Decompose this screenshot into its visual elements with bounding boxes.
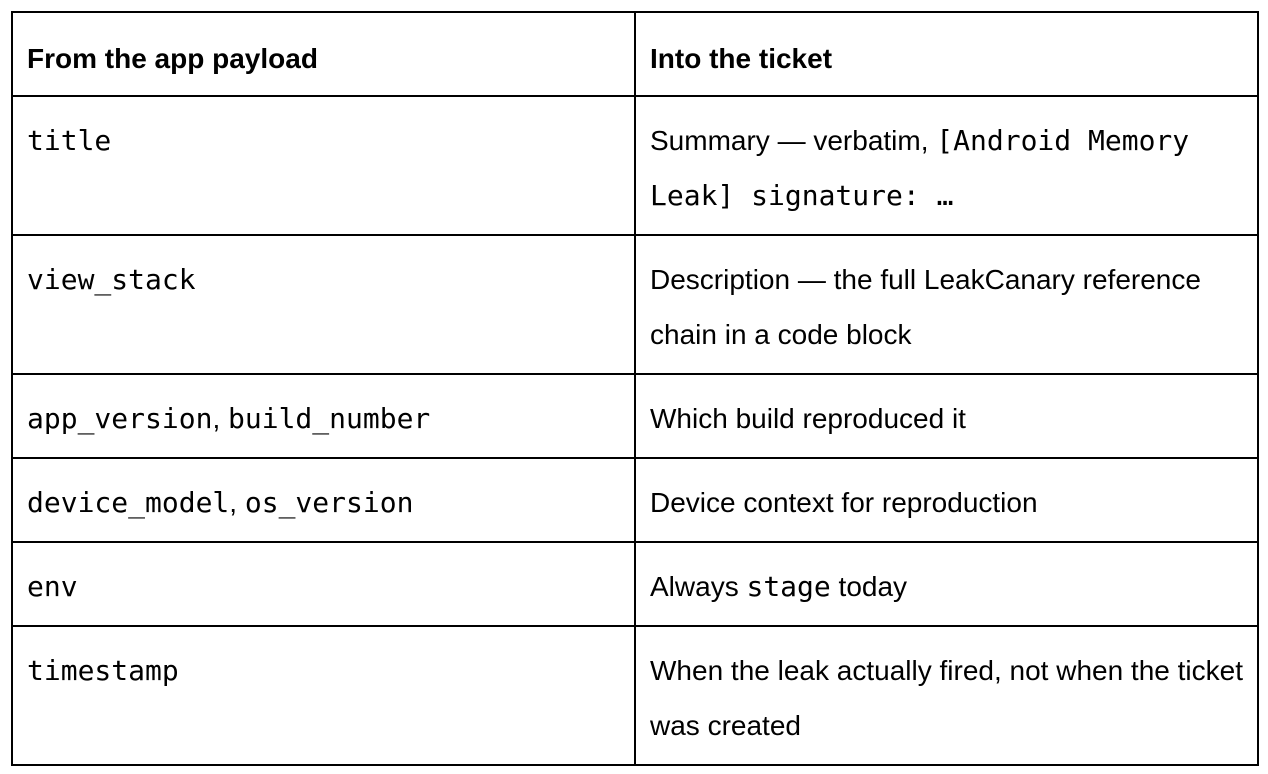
field-name: title <box>27 124 112 157</box>
payload-field-cell: title <box>11 95 636 236</box>
description-text: Which build reproduced it <box>650 403 966 434</box>
payload-field-cell: timestamp <box>11 625 636 766</box>
table-row: device_model, os_version Device context … <box>11 457 1259 543</box>
table-row: title Summary — verbatim, [Android Memor… <box>11 95 1259 236</box>
payload-field-cell: view_stack <box>11 234 636 375</box>
ticket-description-cell: Always stage today <box>634 541 1259 627</box>
table-row: timestamp When the leak actually fired, … <box>11 625 1259 766</box>
description-text: Device context for reproduction <box>650 487 1038 518</box>
ticket-description-cell: Summary — verbatim, [Android Memory Leak… <box>634 95 1259 236</box>
ticket-description-cell: When the leak actually fired, not when t… <box>634 625 1259 766</box>
table-row: view_stack Description — the full LeakCa… <box>11 234 1259 375</box>
table-row: env Always stage today <box>11 541 1259 627</box>
header-from-payload: From the app payload <box>11 11 636 97</box>
ticket-description-cell: Description — the full LeakCanary refere… <box>634 234 1259 375</box>
description-text: Always <box>650 571 747 602</box>
field-name: env <box>27 570 78 603</box>
ticket-description-cell: Which build reproduced it <box>634 373 1259 459</box>
description-code: [Android Memory Leak] signature: … <box>650 124 1190 212</box>
payload-mapping-table: From the app payload Into the ticket tit… <box>11 11 1259 766</box>
description-text: Description — the full LeakCanary refere… <box>650 264 1201 350</box>
description-text: When the leak actually fired, not when t… <box>650 655 1243 741</box>
field-separator: , <box>229 487 245 518</box>
field-name: app_version <box>27 402 213 435</box>
field-name: device_model <box>27 486 230 519</box>
description-code: stage <box>746 570 831 603</box>
header-into-ticket: Into the ticket <box>634 11 1259 97</box>
field-separator: , <box>212 403 228 434</box>
payload-field-cell: device_model, os_version <box>11 457 636 543</box>
table-row: app_version, build_number Which build re… <box>11 373 1259 459</box>
description-text: Summary — verbatim, <box>650 125 937 156</box>
payload-field-cell: env <box>11 541 636 627</box>
description-text: today <box>830 571 908 602</box>
ticket-description-cell: Device context for reproduction <box>634 457 1259 543</box>
field-name: build_number <box>228 402 431 435</box>
field-name: timestamp <box>27 654 179 687</box>
payload-field-cell: app_version, build_number <box>11 373 636 459</box>
table-header-row: From the app payload Into the ticket <box>11 11 1259 97</box>
field-name: os_version <box>244 486 414 519</box>
field-name: view_stack <box>27 263 196 296</box>
